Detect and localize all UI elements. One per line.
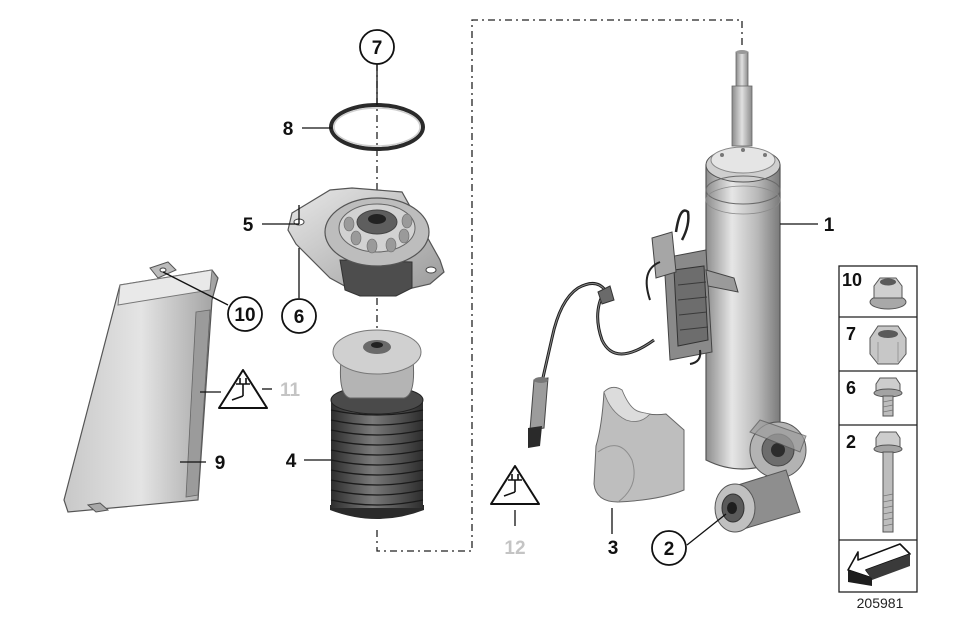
short-bolt-icon xyxy=(873,377,903,417)
side-item-10: 10 xyxy=(842,270,907,310)
long-bolt-icon xyxy=(873,431,903,533)
part-5-strut-mount xyxy=(287,187,445,297)
side-item-6: 6 xyxy=(846,377,903,417)
side-item-2: 2 xyxy=(846,431,903,533)
callout-1: 1 xyxy=(824,215,835,236)
leader-lines xyxy=(162,64,818,546)
side-item-7: 7 xyxy=(846,324,907,365)
callout-9: 9 xyxy=(215,453,226,474)
callout-12: 12 xyxy=(504,538,525,559)
side-fastener-panel: 10 7 6 2 xyxy=(838,265,918,593)
svg-text:6: 6 xyxy=(846,378,856,398)
hex-nut-icon xyxy=(869,325,907,365)
svg-text:2: 2 xyxy=(664,539,675,560)
assembly-dash-line xyxy=(376,19,743,552)
callout-8: 8 xyxy=(283,119,294,140)
svg-text:7: 7 xyxy=(372,38,383,59)
svg-text:6: 6 xyxy=(294,307,305,328)
svg-text:7: 7 xyxy=(846,324,856,344)
callout-2: 2 xyxy=(651,530,687,566)
callout-5: 5 xyxy=(243,215,254,236)
svg-text:2: 2 xyxy=(846,432,856,452)
part-4-bump-stop-bellows xyxy=(330,329,424,519)
callout-3: 3 xyxy=(608,538,619,559)
callout-10: 10 xyxy=(227,296,263,332)
reference-number: 205981 xyxy=(857,595,904,611)
callout-7: 7 xyxy=(359,29,395,65)
direction-arrow-icon xyxy=(847,543,911,586)
svg-text:10: 10 xyxy=(234,305,255,326)
part-1-shock-absorber xyxy=(645,50,807,533)
svg-text:10: 10 xyxy=(842,270,862,290)
warning-triangle-11-icon xyxy=(218,369,268,409)
part-3-protective-cover xyxy=(593,386,685,503)
callout-4: 4 xyxy=(286,451,297,472)
sensor-cable xyxy=(528,282,655,448)
callout-11: 11 xyxy=(280,380,301,401)
callout-6: 6 xyxy=(281,298,317,334)
warning-triangle-12-icon xyxy=(490,465,540,505)
collar-nut-icon xyxy=(869,277,907,310)
part-9-control-module xyxy=(63,261,219,513)
